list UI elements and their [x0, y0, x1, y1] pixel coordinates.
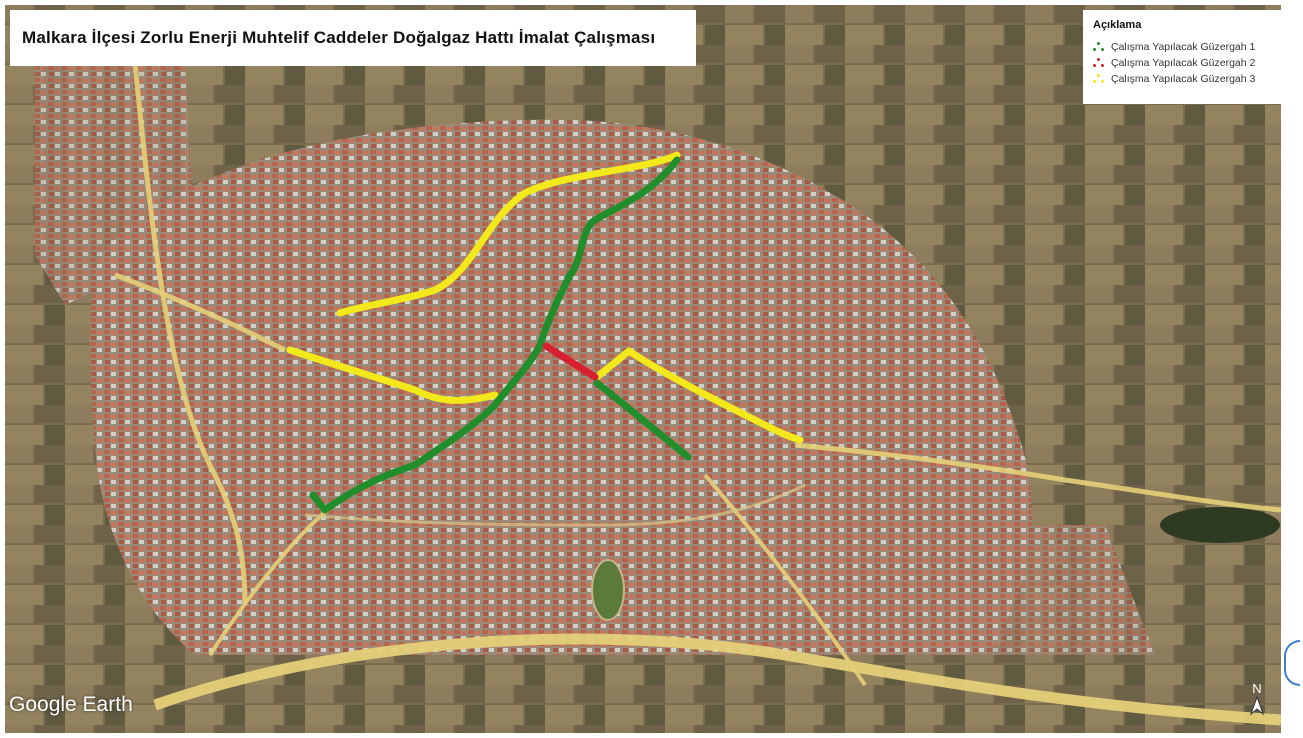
dot-cluster-icon	[1093, 74, 1105, 84]
route-3-north-line[interactable]	[336, 151, 681, 317]
main-road	[703, 473, 867, 687]
tree-patch	[1160, 507, 1280, 543]
route-1-main-line[interactable]	[309, 156, 681, 514]
highway-road	[153, 633, 1281, 726]
legend-panel: Açıklama Çalışma Yapılacak Güzergah 1 Ça…	[1083, 10, 1281, 104]
legend-item-route-1: Çalışma Yapılacak Güzergah 1	[1093, 39, 1271, 55]
legend-title: Açıklama	[1093, 19, 1142, 31]
legend-label: Çalışma Yapılacak Güzergah 2	[1111, 57, 1256, 69]
scan-edge-mark	[1284, 640, 1300, 686]
sports-field	[591, 559, 625, 621]
legend-label: Çalışma Yapılacak Güzergah 1	[1111, 41, 1256, 53]
map-frame: Malkara İlçesi Zorlu Enerji Muhtelif Cad…	[5, 5, 1281, 733]
main-road	[794, 442, 1281, 513]
map-title-box: Malkara İlçesi Zorlu Enerji Muhtelif Cad…	[10, 10, 696, 66]
compass-arrow-shape	[1249, 695, 1265, 716]
satellite-map[interactable]	[5, 5, 1281, 733]
route-3-east-line[interactable]	[593, 347, 804, 444]
legend-item-route-3: Çalışma Yapılacak Güzergah 3	[1093, 71, 1271, 87]
compass-label: N	[1252, 681, 1262, 696]
town-area	[955, 525, 1155, 655]
route-3-west-line[interactable]	[286, 346, 499, 404]
town-area	[90, 119, 1032, 656]
route-1-branch-line[interactable]	[593, 379, 692, 461]
legend-item-route-2: Çalışma Yapılacak Güzergah 2	[1093, 55, 1271, 71]
dot-cluster-icon	[1093, 58, 1105, 68]
route-2-line[interactable]	[542, 342, 599, 381]
legend-label: Çalışma Yapılacak Güzergah 3	[1111, 73, 1256, 85]
main-road	[132, 64, 248, 606]
main-road	[114, 272, 287, 353]
north-arrow-icon[interactable]: N	[1247, 681, 1267, 719]
dot-cluster-icon	[1093, 42, 1105, 52]
main-road	[208, 503, 337, 657]
google-earth-logo: Google Earth	[9, 693, 133, 716]
map-title: Malkara İlçesi Zorlu Enerji Muhtelif Cad…	[22, 28, 656, 47]
ring-road	[304, 483, 806, 527]
